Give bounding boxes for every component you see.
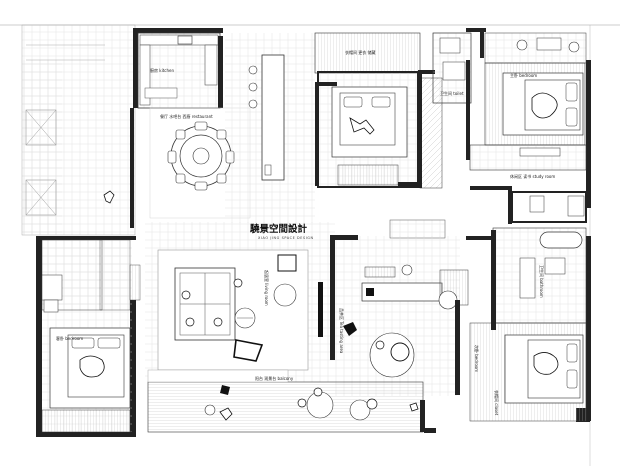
bedroom-left-label: 客卧 bedroom — [56, 335, 83, 341]
study-top-right — [484, 32, 587, 64]
cloakroom-label: 衣帽间 更衣 储藏 — [345, 49, 376, 55]
master-bath-label: 卫生间 toilet — [440, 90, 464, 96]
dining-label: 餐厅 水吧台 西廚 restaurant — [160, 113, 213, 119]
tea-area-wall — [455, 300, 460, 395]
brand-name-en: XIAO JING SPACE DESIGN — [258, 236, 314, 240]
partition-wall — [318, 282, 323, 337]
bedroom-bottom-right: 次卧 bedroom 衣帽间 closet — [469, 322, 587, 422]
wardrobe-left — [129, 264, 141, 301]
bathroom-right: 卫生间 bathroom — [492, 227, 587, 324]
island-counter — [248, 54, 285, 181]
brand-logo: 驍景空間設計 XIAO JING SPACE DESIGN — [250, 223, 314, 240]
balcony: 阳台 观景台 balcony — [147, 369, 424, 433]
brand-name-cn: 驍景空間設計 — [250, 223, 308, 235]
cloakroom-center: 衣帽间 更衣 储藏 — [314, 32, 421, 74]
figure-icons — [103, 190, 419, 421]
bedroom-top-right: 主卧 bedroom — [484, 62, 586, 146]
closet-right-label: 衣帽间 closet — [494, 390, 500, 416]
kitchen-label: 廚房 kitchen — [150, 67, 174, 73]
tea-tasting-area: 品茶区 Tea tasting area — [330, 235, 469, 396]
living-room: 起居室 living room — [145, 222, 335, 382]
closet-left — [99, 239, 131, 311]
bedroom-top-right-label: 主卧 bedroom — [510, 72, 537, 78]
dining-area: 餐厅 水吧台 西廚 restaurant — [149, 107, 251, 219]
master-bedroom-center — [317, 71, 443, 189]
bathroom-right-label: 卫生间 bathroom — [539, 265, 545, 298]
tea-area-label: 品茶区 Tea tasting area — [339, 308, 345, 354]
balcony-label: 阳台 观景台 balcony — [255, 375, 294, 381]
study-label: 休闲区 读书 study room — [510, 173, 555, 179]
kitchen: 廚房 kitchen — [137, 32, 223, 109]
terrace-left — [21, 24, 136, 236]
interior-walls-right — [420, 60, 512, 432]
interior-walls-center — [315, 70, 435, 188]
living-room-label: 起居室 living room — [264, 270, 270, 306]
bedroom-bottom-right-label: 次卧 bedroom — [474, 345, 480, 372]
wine-cabinet — [389, 219, 446, 239]
corridor-right: 休闲区 读书 study room — [469, 144, 587, 223]
master-bathroom: 卫生间 toilet — [432, 32, 472, 104]
